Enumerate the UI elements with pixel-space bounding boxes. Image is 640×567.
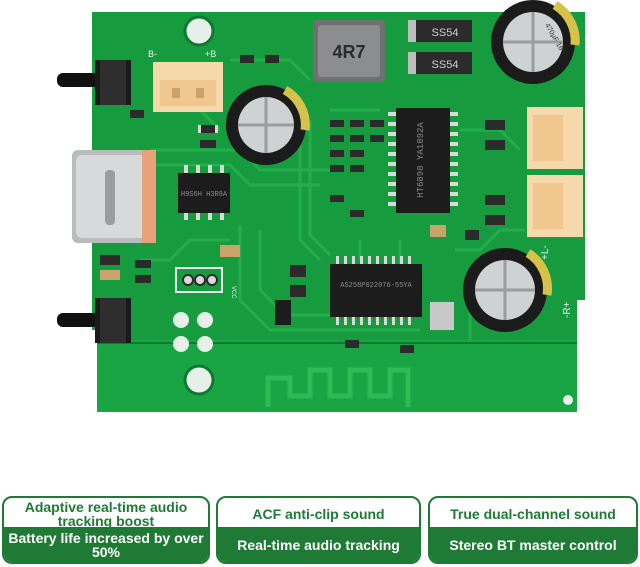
feature-title: ACF anti-clip sound xyxy=(252,505,385,522)
bluetooth-chip xyxy=(330,256,422,325)
bluetooth-chip-label: AS258P022076-55YA xyxy=(340,282,412,290)
smd-components xyxy=(100,55,505,353)
inductor xyxy=(313,20,385,82)
amplifier-chip-label: HT6898 YA1892A xyxy=(416,122,426,198)
pcb-product-photo: 4R7 SS54 SS54 HT6898 YA1892A xyxy=(57,0,585,412)
silk-r-plus: -R+ xyxy=(562,301,573,318)
inductor-label: 4R7 xyxy=(332,42,365,62)
diode-label-top: SS54 xyxy=(432,27,459,39)
feature-title: Adaptive real-time audio tracking boost xyxy=(24,498,188,529)
left-switch-bottom xyxy=(57,298,131,343)
diode-bottom xyxy=(408,52,472,74)
feature-card-dual-channel: True dual-channel sound Stereo BT master… xyxy=(428,496,638,564)
battery-connector xyxy=(153,62,223,112)
pcb-traces xyxy=(140,58,525,340)
usb-c-port xyxy=(72,150,156,243)
vcc-header xyxy=(175,267,223,293)
diode-top xyxy=(408,20,472,42)
feature-card-tracking-boost: Adaptive real-time audio tracking boost … xyxy=(2,496,210,564)
feature-card-anti-clip: ACF anti-clip sound Real-time audio trac… xyxy=(216,496,421,564)
silk-b-minus: B- xyxy=(148,49,157,59)
capacitor-bottom-right xyxy=(463,248,552,332)
silk-vcc: VCC xyxy=(230,286,236,299)
capacitor-top-right xyxy=(491,0,580,84)
crystal xyxy=(430,302,454,330)
speaker-connector-l xyxy=(527,107,583,169)
feature-title: True dual-channel sound xyxy=(450,505,616,522)
feature-detail: Stereo BT master control xyxy=(430,527,636,562)
silk-l-plus: +L- xyxy=(540,245,551,260)
bt-antenna xyxy=(265,367,411,407)
speaker-connector-r xyxy=(527,175,583,237)
mounting-holes xyxy=(173,15,573,405)
small-chip xyxy=(178,165,230,220)
diode-label-bottom: SS54 xyxy=(432,59,459,71)
silk-b-plus: +B xyxy=(205,49,216,59)
left-switch-top xyxy=(57,60,131,105)
feature-detail: Battery life increased by over 50% xyxy=(4,527,208,562)
capacitor-middle xyxy=(226,85,310,165)
amplifier-chip xyxy=(388,108,458,213)
feature-detail: Real-time audio tracking xyxy=(218,527,419,562)
small-chip-label: H9S6H H3R8A xyxy=(181,191,228,199)
